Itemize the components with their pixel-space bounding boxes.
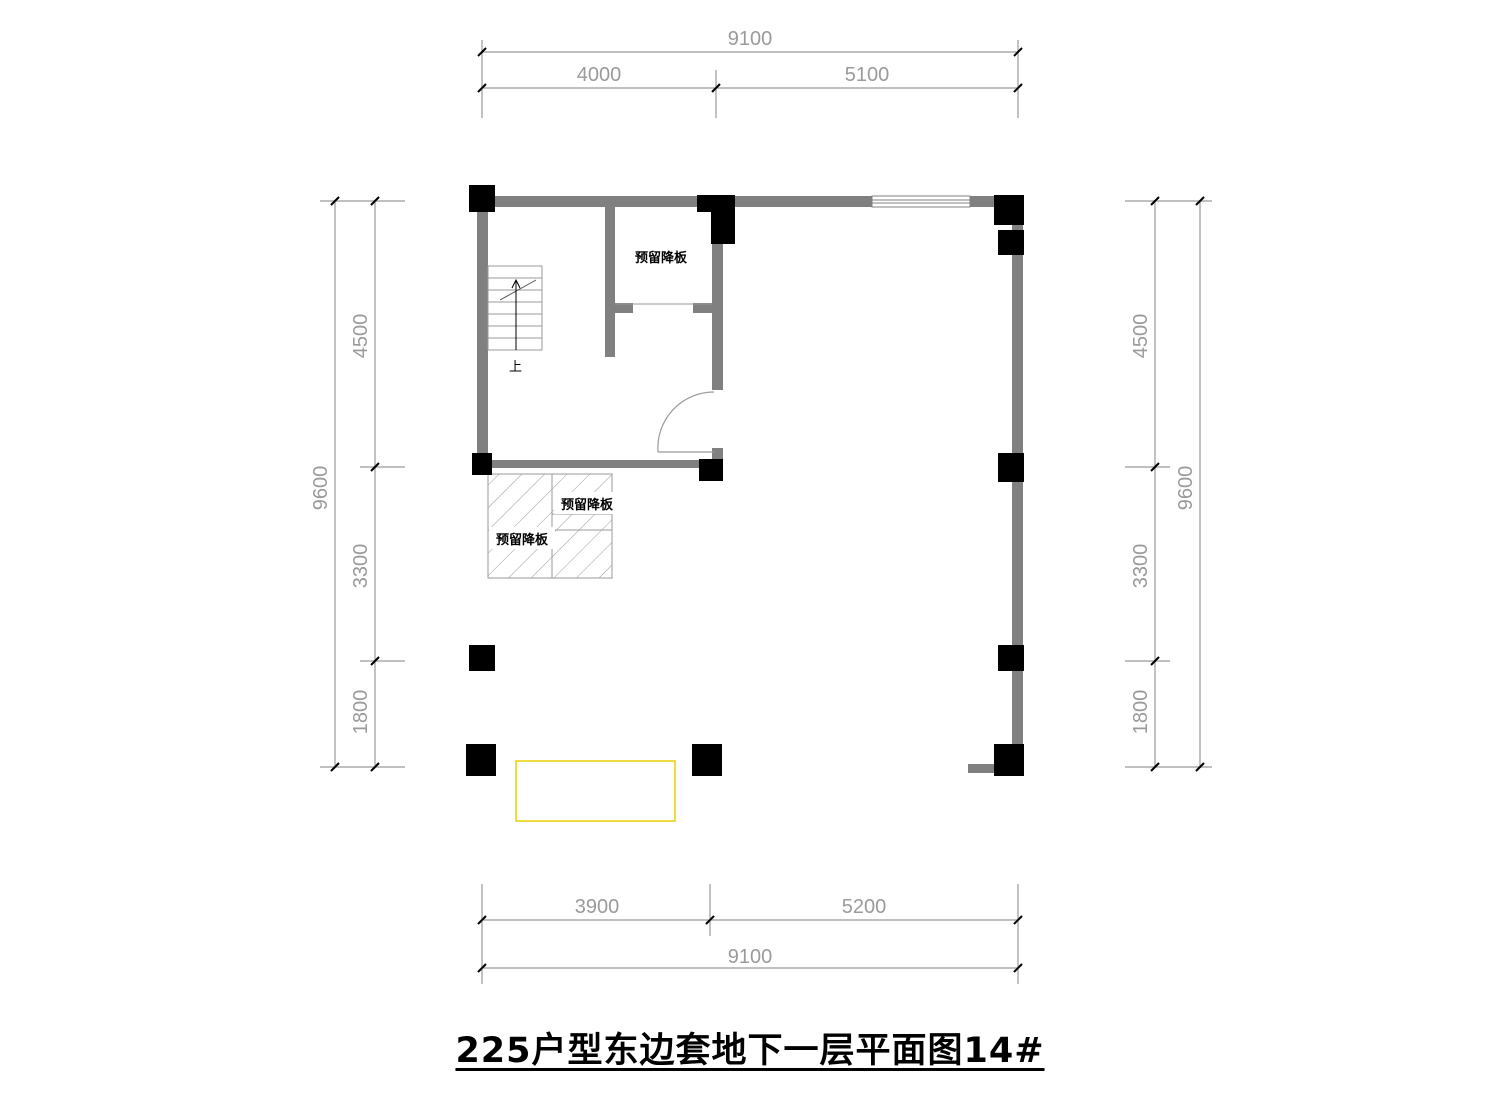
walls <box>477 196 1023 773</box>
dim-bottom-right: 5200 <box>842 896 887 918</box>
dim-right-top: 4500 <box>1130 314 1152 359</box>
dim-top-left: 4000 <box>577 64 622 86</box>
dim-right-total: 9600 <box>1175 466 1197 511</box>
dimension-left <box>320 196 405 772</box>
dim-top-right: 5100 <box>845 64 890 86</box>
columns <box>466 185 1024 776</box>
dimension-top <box>477 40 1023 118</box>
door <box>657 391 715 453</box>
stair-up-label: 上 <box>509 360 522 375</box>
dim-left-total: 9600 <box>310 466 332 511</box>
dimension-bottom <box>477 884 1023 984</box>
room-label-reserved-hatch-right: 预留降板 <box>561 497 614 513</box>
dim-top-total: 9100 <box>728 28 773 50</box>
dim-left-mid: 3300 <box>350 544 372 589</box>
dimension-right <box>1125 196 1212 772</box>
window <box>871 195 971 208</box>
plan-title: 225户型东边套地下一层平面图14# <box>455 1031 1045 1071</box>
dim-bottom-left: 3900 <box>575 896 620 918</box>
highlight-box <box>515 760 676 822</box>
dim-right-bottom: 1800 <box>1130 690 1152 735</box>
room-label-reserved-hatch-left: 预留降板 <box>496 532 549 548</box>
stair <box>487 265 543 351</box>
room-label-reserved-upper: 预留降板 <box>635 250 688 266</box>
floor-plan: 9100 4000 5100 3900 5200 9100 <box>310 28 1212 984</box>
dim-right-mid: 3300 <box>1130 544 1152 589</box>
hatched-reserved-area <box>487 473 620 579</box>
dim-left-bottom: 1800 <box>350 690 372 735</box>
dim-bottom-total: 9100 <box>728 946 773 968</box>
dim-left-top: 4500 <box>350 314 372 359</box>
